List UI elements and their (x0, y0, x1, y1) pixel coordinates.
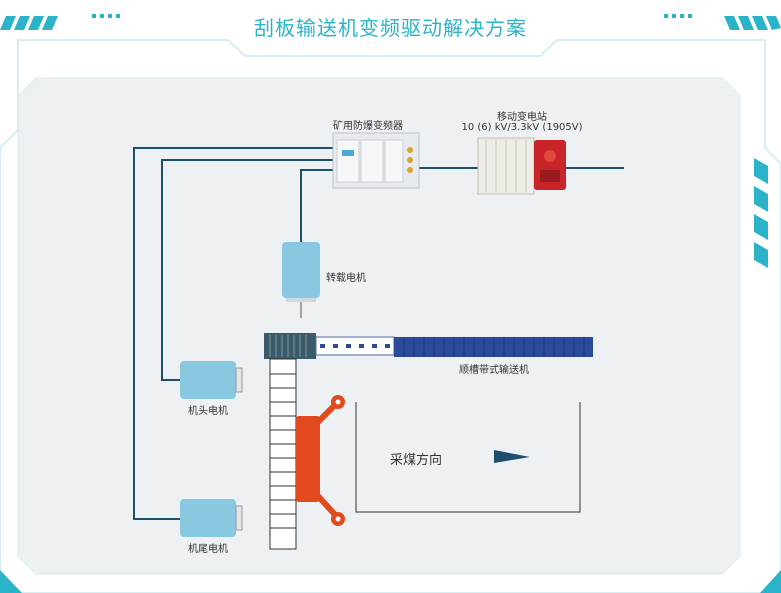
shearer-icon (296, 395, 345, 526)
substation-voltage: 10 (6) kV/3.3kV (1905V) (461, 122, 583, 133)
belt-conveyor-label: 顺槽带式输送机 (459, 365, 529, 376)
head-motor-icon (180, 361, 243, 399)
scraper-conveyor-icon (269, 358, 297, 550)
page-title: 刮板输送机变频驱动解决方案 (254, 16, 527, 40)
power-cables (133, 147, 624, 520)
head-motor-label: 机头电机 (188, 406, 228, 417)
transformer-icon (477, 137, 566, 195)
turning-motor-icon (282, 242, 320, 318)
mining-direction-label: 采煤方向 (390, 453, 443, 468)
tail-motor-icon (180, 499, 243, 537)
belt-conveyor-icon (394, 337, 593, 357)
inverter-label: 矿用防爆变频器 (333, 121, 403, 132)
turning-motor-label: 转载电机 (326, 273, 366, 284)
coal-face-outline (355, 402, 581, 513)
conveyor-head-icon (264, 333, 395, 359)
direction-arrow-icon (494, 450, 530, 463)
inverter-cabinet-icon (332, 132, 420, 189)
frame-border (0, 14, 781, 593)
tail-motor-label: 机尾电机 (188, 544, 228, 555)
substation-label: 移动变电站 (497, 112, 547, 123)
